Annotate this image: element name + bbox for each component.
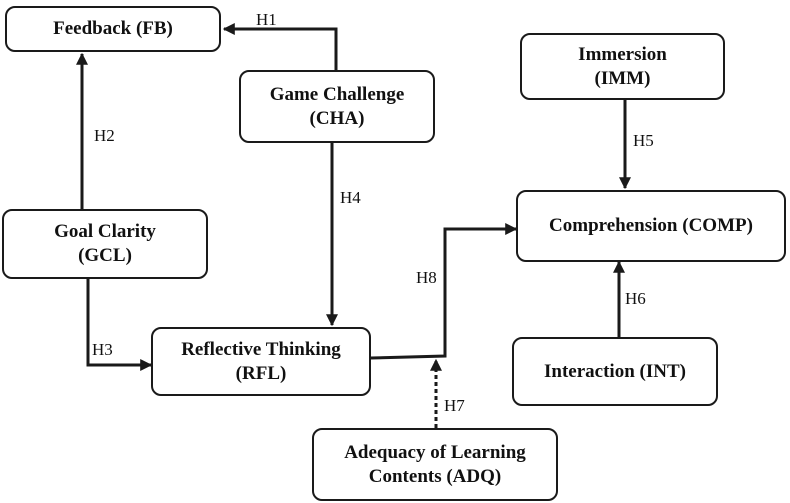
edge-label-h2: H2 xyxy=(94,126,115,145)
edge-h1-arrow xyxy=(222,23,338,70)
node-interaction-line-1: Interaction (INT) xyxy=(544,360,686,382)
edge-label-h6: H6 xyxy=(625,289,646,308)
node-adequacy: Adequacy of Learning Contents (ADQ) xyxy=(312,428,558,501)
node-reflective-thinking-line-2: (RFL) xyxy=(235,362,287,384)
node-game-challenge-line-2: (CHA) xyxy=(309,107,365,129)
node-interaction: Interaction (INT) xyxy=(512,337,718,406)
edge-label-h8: H8 xyxy=(416,268,437,287)
node-immersion-line-1: Immersion xyxy=(578,43,667,65)
node-goal-clarity-line-2: (GCL) xyxy=(78,245,132,266)
edge-label-h7: H7 xyxy=(444,396,465,415)
node-comprehension-line-1: Comprehension (COMP) xyxy=(549,215,753,236)
node-reflective-thinking-line-1: Reflective Thinking xyxy=(181,338,341,360)
node-goal-clarity-line-1: Goal Clarity xyxy=(54,221,156,242)
edge-label-h1: H1 xyxy=(256,10,277,29)
node-feedback-line-1: Feedback (FB) xyxy=(53,18,173,39)
node-immersion: Immersion (IMM) xyxy=(520,33,725,100)
node-feedback: Feedback (FB) xyxy=(5,6,221,52)
node-reflective-thinking: Reflective Thinking (RFL) xyxy=(151,327,371,396)
node-immersion-line-2: (IMM) xyxy=(594,67,651,89)
node-game-challenge-line-1: Game Challenge xyxy=(269,83,405,105)
node-adequacy-line-2: Contents (ADQ) xyxy=(368,465,502,487)
edge-label-h4: H4 xyxy=(340,188,361,207)
edge-label-h5: H5 xyxy=(633,131,654,150)
node-comprehension: Comprehension (COMP) xyxy=(516,190,786,262)
edge-h8-arrow xyxy=(370,223,518,360)
edge-h3-arrow xyxy=(86,279,153,371)
node-game-challenge: Game Challenge (CHA) xyxy=(239,70,435,143)
edge-label-h3: H3 xyxy=(92,340,113,359)
node-goal-clarity: Goal Clarity (GCL) xyxy=(2,209,208,279)
node-adequacy-line-1: Adequacy of Learning xyxy=(344,441,526,463)
